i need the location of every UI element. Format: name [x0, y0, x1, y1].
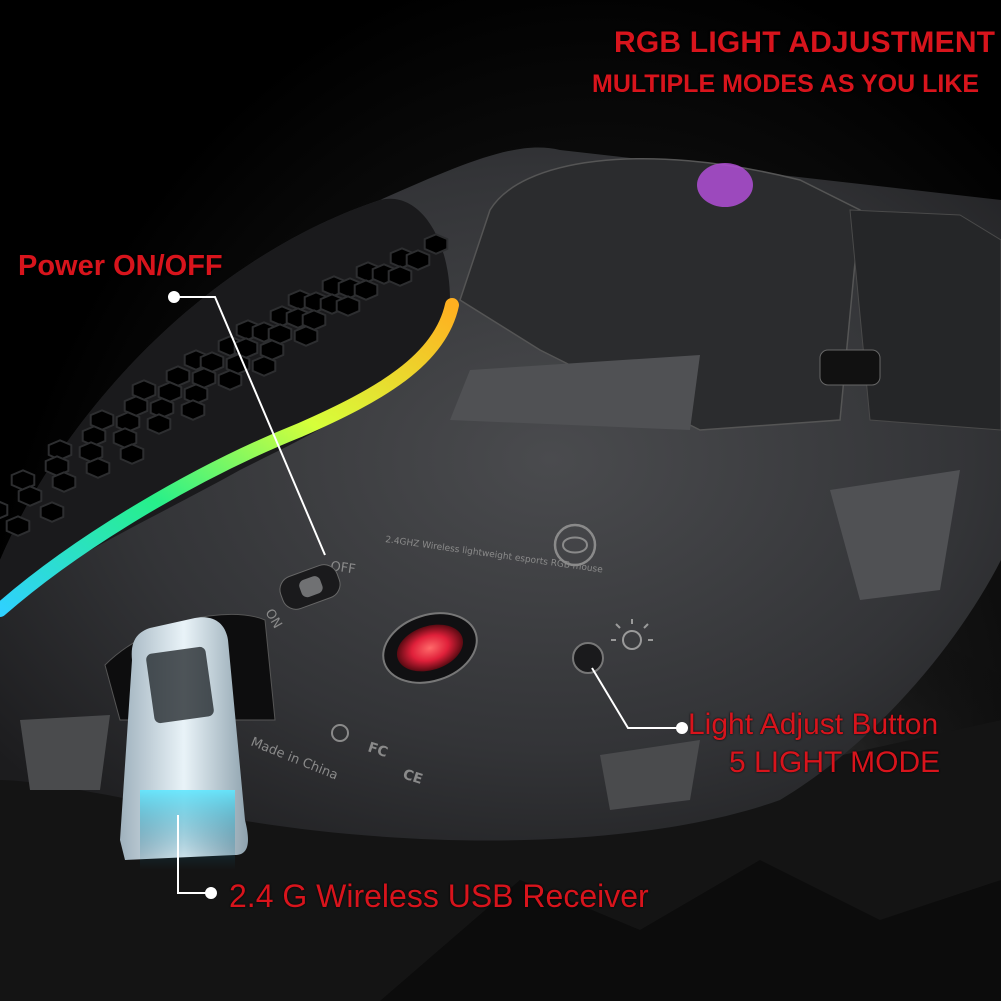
honeycomb-hole — [251, 355, 277, 377]
honeycomb-hole — [0, 500, 9, 520]
side-button-panel — [849, 209, 1001, 431]
power-leader-dot — [168, 291, 180, 303]
honeycomb-hole — [405, 249, 431, 271]
honeycomb-hole — [180, 399, 206, 421]
rear-foot-pad-left — [20, 715, 110, 790]
power-callout: Power ON/OFF — [18, 250, 223, 282]
recycle-icon — [331, 724, 349, 742]
honeycomb-hole — [5, 515, 31, 537]
honeycomb-hole — [39, 501, 65, 523]
scroll-wheel — [697, 163, 753, 207]
light-adjust-button[interactable] — [572, 642, 604, 674]
mountain-foreground — [380, 860, 1001, 1001]
usb-leader-dot — [205, 887, 217, 899]
honeycomb-hole — [353, 279, 379, 301]
front-button-panel — [459, 157, 861, 431]
honeycomb-hole — [17, 485, 43, 507]
front-foot-pad — [450, 355, 700, 430]
power-switch-knob[interactable] — [298, 574, 325, 598]
callout-leaders — [168, 291, 688, 899]
optical-sensor — [396, 624, 464, 672]
fc-mark: FC — [366, 740, 390, 761]
honeycomb-hole — [293, 325, 319, 347]
power-leader-line — [178, 296, 326, 556]
light-button-callout: Light Adjust Button — [688, 708, 939, 741]
ce-mark: CE — [401, 767, 425, 788]
light-mode-callout: 5 LIGHT MODE — [729, 746, 941, 779]
light-button-leader-line — [591, 667, 678, 729]
headline: RGB LIGHT ADJUSTMENT — [614, 26, 996, 59]
honeycomb-holes — [0, 233, 449, 537]
honeycomb-hole — [423, 233, 449, 255]
honeycomb-hole — [217, 369, 243, 391]
usb-receiver-glow — [140, 790, 235, 870]
honeycomb-hole — [51, 471, 77, 493]
brand-logo-mark — [562, 536, 589, 554]
honeycomb-hole — [119, 443, 145, 465]
honeycomb-hole — [146, 413, 172, 435]
honeycomb-hole — [85, 457, 111, 479]
subheadline: MULTIPLE MODES AS YOU LIKE — [592, 70, 980, 98]
usb-receiver-connector — [146, 646, 214, 724]
brand-logo-icon — [553, 523, 597, 567]
rgb-light-strip — [0, 298, 459, 617]
usb-receiver-callout: 2.4 G Wireless USB Receiver — [229, 878, 649, 914]
usb-leader-line — [177, 815, 207, 894]
light-button-leader-dot — [676, 722, 688, 734]
honeycomb-hole — [335, 295, 361, 317]
sun-icon — [611, 619, 653, 650]
rear-foot-pad-right — [600, 740, 700, 810]
usb-c-port — [819, 349, 881, 386]
honeycomb-hole — [387, 265, 413, 287]
side-foot-pad — [830, 470, 960, 600]
